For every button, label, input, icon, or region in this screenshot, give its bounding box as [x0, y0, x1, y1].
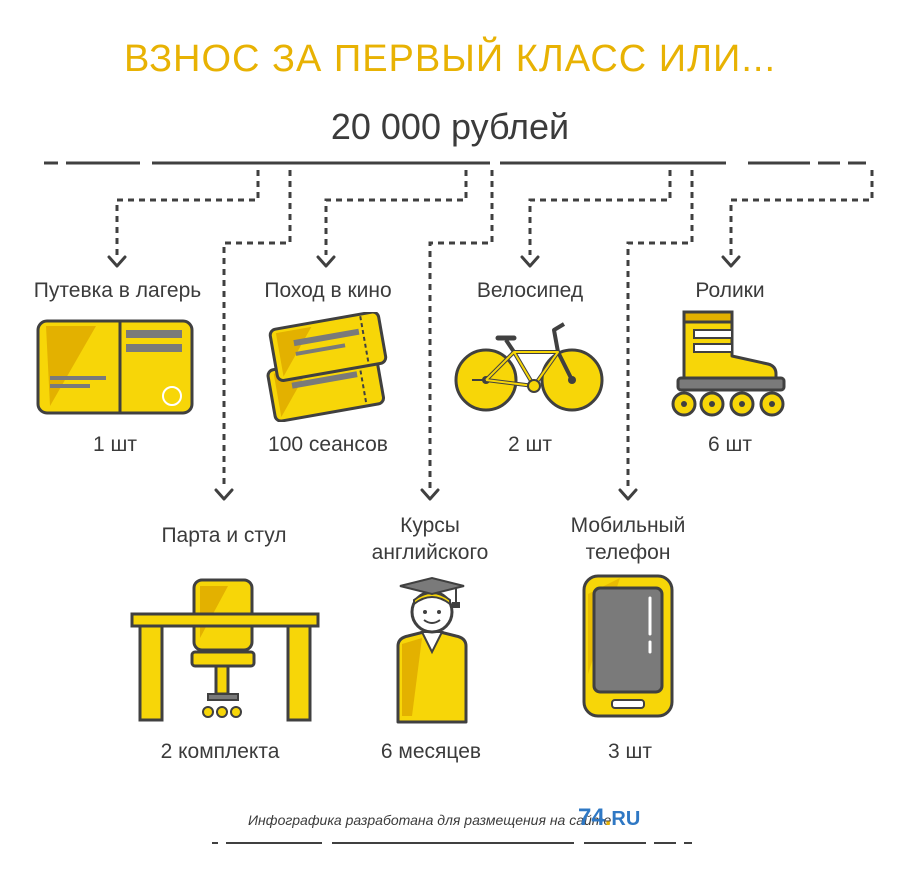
mobile-phone-icon [582, 574, 674, 718]
camp-voucher-icon [36, 319, 194, 415]
item-label-desk: Парта и стул [161, 524, 287, 547]
item-quantity-courses: 6 месяцев [380, 740, 482, 763]
logo-number: 74 [578, 804, 605, 831]
graduate-icon [396, 576, 468, 724]
site-logo[interactable]: 74.RU [578, 804, 640, 832]
item-quantity-bicycle: 2 шт [508, 433, 552, 456]
item-label-phone-line2: телефон [585, 541, 671, 564]
item-label-courses-line2: английского [371, 541, 489, 564]
item-quantity-phone: 3 шт [608, 740, 652, 763]
item-quantity-cinema: 100 сеансов [268, 433, 388, 456]
amount-heading: 20 000 рублей [330, 106, 570, 147]
item-label-phone: Мобильный телефон [548, 512, 708, 566]
item-label-courses-line1: Курсы [400, 514, 460, 537]
cinema-tickets-icon [266, 312, 388, 422]
logo-domain: RU [611, 808, 641, 830]
desk-chair-icon [130, 578, 320, 722]
item-label-rollers: Ролики [695, 279, 765, 302]
item-label-cinema: Поход в кино [264, 279, 392, 302]
footer-credit: Инфографика разработана для размещения н… [248, 812, 612, 828]
item-label-bicycle: Велосипед [476, 279, 584, 302]
item-label-phone-line1: Мобильный [570, 514, 686, 537]
bicycle-icon [454, 322, 604, 412]
item-quantity-rollers: 6 шт [708, 433, 752, 456]
item-label-courses: Курсы английского [360, 512, 500, 566]
item-quantity-desk: 2 комплекта [160, 740, 280, 763]
logo-dot: . [604, 804, 612, 831]
page-title: ВЗНОС ЗА ПЕРВЫЙ КЛАСС ИЛИ... [123, 38, 776, 80]
item-quantity-camp: 1 шт [93, 433, 137, 456]
item-label-camp: Путевка в лагерь [33, 279, 202, 302]
roller-skate-icon [671, 310, 786, 417]
